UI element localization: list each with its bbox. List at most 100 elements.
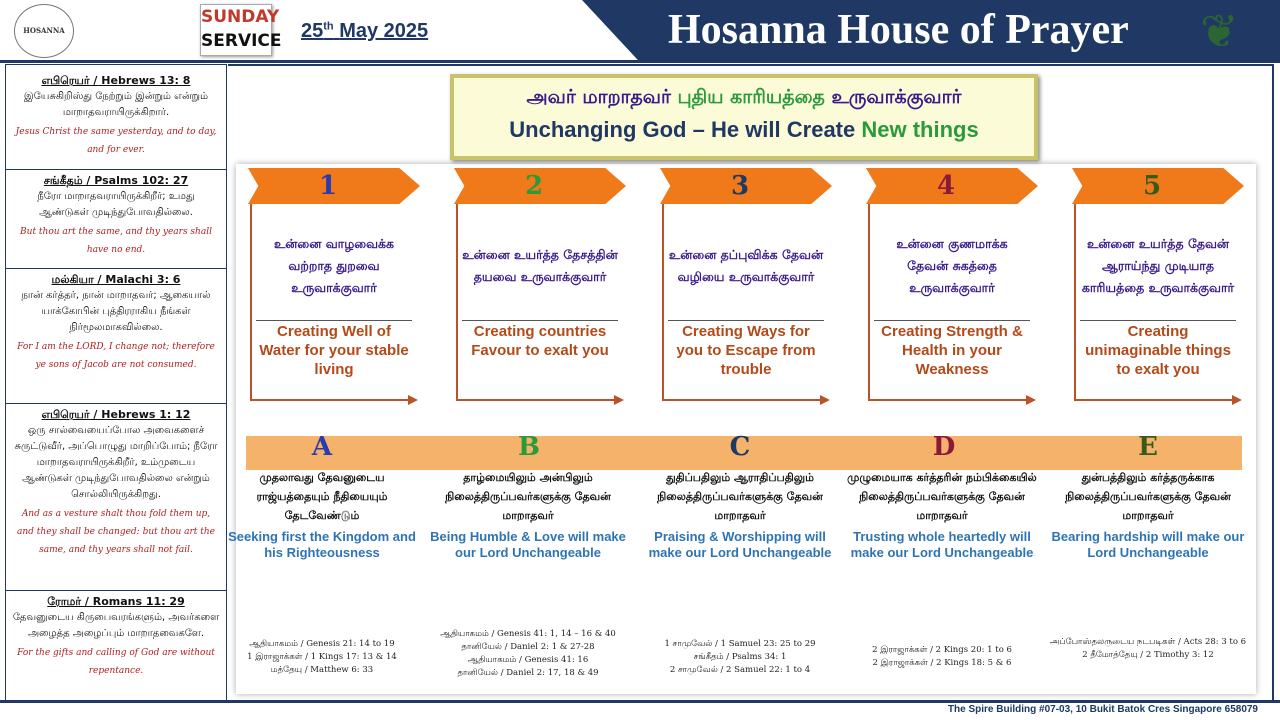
- theme-tamil: அவர் மாறாதவர் புதிய காரியத்தை உருவாக்குவ…: [454, 86, 1034, 111]
- scripture-reference: 2 இராஜாக்கள் / 2 Kings 18: 5 & 6: [872, 658, 1012, 668]
- letter-bar: [246, 436, 1242, 470]
- card-bracket-line: [1074, 204, 1076, 400]
- verse-reference: மல்கியா / Malachi 3: 6: [51, 273, 181, 286]
- letter-english-text: Trusting whole heartedly will make our L…: [850, 529, 1034, 560]
- card-bracket-base: [1074, 399, 1234, 401]
- scripture-reference: 1 இராஜாக்கள் / 1 Kings 17: 13 & 14: [247, 652, 397, 662]
- verse-tamil: நான் கர்த்தர், நான் மாறாதவர்; ஆகையால் யா…: [21, 290, 211, 333]
- date-month-year: May 2025: [339, 20, 429, 42]
- sunday-service-badge: SUNDAY SERVICE: [200, 4, 282, 56]
- date-suffix: th: [323, 20, 334, 33]
- scripture-reference: தானியேல் / Daniel 2: 1 & 27-28: [461, 642, 595, 652]
- verse-reference: எபிரெயர் / Hebrews 1: 12: [41, 408, 191, 421]
- footer-divider: [0, 700, 1280, 703]
- letter-tamil-text: தாழ்மையிலும் அன்பிலும் நிலைத்திருப்பவர்க…: [445, 471, 611, 522]
- letter-heading-c: C: [729, 432, 751, 462]
- scripture-reference: ஆதியாகமம் / Genesis 41: 1, 14 – 16 & 40: [440, 629, 616, 639]
- card-arrow-banner: [660, 168, 832, 204]
- letter-english-text: Praising & Worshipping will make our Lor…: [648, 529, 832, 560]
- date-day: 25: [301, 20, 324, 42]
- card-number: 4: [936, 171, 956, 201]
- card-arrow-banner: [1072, 168, 1244, 204]
- footer-address: The Spire Building #07-03, 10 Bukit Bato…: [947, 704, 1258, 715]
- verse-reference: ரோமர் / Romans 11: 29: [47, 595, 185, 608]
- card-tamil-text: உன்னை தப்புவிக்க தேவன் வழியை உருவாக்குவா…: [668, 247, 824, 284]
- letter-tamil-text: துன்பத்திலும் கர்த்தருக்காக நிலைத்திருப்…: [1065, 471, 1231, 522]
- theme-tamil-part-1: அவர் மாறாதவர்: [526, 86, 678, 108]
- point-card-3: 3 உன்னை தப்புவிக்க தேவன் வழியை உருவாக்கு…: [660, 168, 832, 408]
- letter-tamil-text: முழுமையாக கர்த்தரின் நம்பிக்கையில் நிலைத…: [847, 471, 1037, 522]
- logo-text: HOSANNA: [23, 26, 65, 36]
- letter-heading-b: B: [518, 432, 540, 462]
- scripture-reference: ஆதியாகமம் / Genesis 41: 16: [467, 655, 589, 665]
- header: HOSANNA SUNDAY SERVICE 25th May 2025 Hos…: [0, 0, 1280, 62]
- card-number: 1: [318, 171, 338, 201]
- theme-tamil-highlight: புதிய காரியத்தை: [677, 86, 825, 108]
- arrow-right-icon: [614, 395, 624, 405]
- card-number: 5: [1142, 171, 1162, 201]
- scripture-reference: 1 சாமுவேல் / 1 Samuel 23: 25 to 29: [664, 639, 816, 649]
- verse-tamil: தேவனுடைய கிருபைவரங்களும், அவர்களை அழைத்த…: [12, 612, 220, 639]
- verse-block: எபிரெயர் / Hebrews 1: 12 ஒரு சால்வையைப்ப…: [6, 404, 226, 591]
- arrow-right-icon: [820, 395, 830, 405]
- letter-column: முழுமையாக கர்த்தரின் நம்பிக்கையில் நிலைத…: [842, 468, 1042, 668]
- arrow-right-icon: [408, 395, 418, 405]
- letter-tamil-text: துதிப்பதிலும் ஆராதிப்பதிலும் நிலைத்திருப…: [657, 471, 823, 522]
- card-arrow-banner: [454, 168, 626, 204]
- card-number: 2: [524, 171, 544, 201]
- verse-reference: சங்கீதம் / Psalms 102: 27: [43, 174, 189, 187]
- scripture-reference: அப்போஸ்தலருடைய நடபடிகள் / Acts 28: 3 to …: [1049, 637, 1247, 647]
- card-tamil-text: உன்னை வாழவைக்க வற்றாத துறவை உருவாக்குவார…: [273, 236, 395, 295]
- church-logo: HOSANNA: [14, 4, 74, 58]
- card-tamil-text: உன்னை உயர்த்த தேவன் ஆராய்ந்து முடியாத கா…: [1081, 236, 1235, 295]
- scripture-references: 2 இராஜாக்கள் / 2 Kings 20: 1 to 6 2 இராஜா…: [842, 644, 1042, 670]
- letter-heading-a: A: [311, 432, 333, 462]
- letter-english-text: Seeking first the Kingdom and his Righte…: [228, 529, 416, 560]
- card-divider: [462, 320, 618, 321]
- card-tamil-text: உன்னை குணமாக்க தேவன் சுகத்தை உருவாக்குவா…: [896, 236, 1008, 295]
- scripture-reference: 2 தீமோத்தேயு / 2 Timothy 3: 12: [1082, 650, 1214, 660]
- verse-tamil: நீரோ மாறாதவராயிருக்கிறீர்; உமது ஆண்டுகள்…: [37, 191, 195, 218]
- point-card-1: 1 உன்னை வாழவைக்க வற்றாத துறவை உருவாக்குவ…: [248, 168, 420, 408]
- card-english-text: Creating Well of Water for your stable l…: [259, 323, 409, 378]
- card-bracket-line: [868, 204, 870, 400]
- scripture-references: ஆதியாகமம் / Genesis 21: 14 to 19 1 இராஜாக…: [222, 638, 422, 677]
- letter-english-text: Bearing hardship will make our Lord Unch…: [1051, 529, 1245, 560]
- card-bracket-base: [250, 399, 410, 401]
- service-date: 25th May 2025: [301, 20, 428, 43]
- scripture-reference: 2 சாமுவேல் / 2 Samuel 22: 1 to 4: [669, 665, 811, 675]
- theme-english: Unchanging God – He will Create New thin…: [454, 117, 1034, 143]
- card-tamil-text: உன்னை உயர்த்த தேசத்தின் தயவை உருவாக்குவா…: [462, 247, 618, 284]
- letter-heading-d: D: [932, 432, 956, 462]
- theme-box: அவர் மாறாதவர் புதிய காரியத்தை உருவாக்குவ…: [450, 74, 1038, 160]
- page-title: Hosanna House of Prayer: [668, 7, 1129, 53]
- verse-block: சங்கீதம் / Psalms 102: 27 நீரோ மாறாதவராய…: [6, 170, 226, 269]
- card-divider: [1080, 320, 1236, 321]
- card-english-text: Creating Strength & Health in your Weakn…: [881, 323, 1023, 378]
- scripture-reference: தானியேல் / Daniel 2: 17, 18 & 49: [457, 668, 599, 678]
- verse-reference: எபிரெயர் / Hebrews 13: 8: [41, 74, 191, 87]
- letter-column: துதிப்பதிலும் ஆராதிப்பதிலும் நிலைத்திருப…: [640, 468, 840, 675]
- scripture-reference: சங்கீதம் / Psalms 34: 1: [693, 652, 787, 662]
- verse-block: மல்கியா / Malachi 3: 6 நான் கர்த்தர், நா…: [6, 269, 226, 404]
- theme-tamil-part-3: உருவாக்குவார்: [824, 86, 962, 108]
- card-bracket-base: [868, 399, 1028, 401]
- card-divider: [668, 320, 824, 321]
- scripture-references: அப்போஸ்தலருடைய நடபடிகள் / Acts 28: 3 to …: [1048, 636, 1248, 662]
- scripture-reference: 2 இராஜாக்கள் / 2 Kings 20: 1 to 6: [872, 645, 1012, 655]
- verse-english: And as a vesture shalt thou fold them up…: [17, 509, 215, 555]
- card-bracket-line: [662, 204, 664, 400]
- point-card-2: 2 உன்னை உயர்த்த தேசத்தின் தயவை உருவாக்கு…: [454, 168, 626, 408]
- scripture-reference: ஆதியாகமம் / Genesis 21: 14 to 19: [249, 639, 395, 649]
- card-english-text: Creating countries Favour to exalt you: [471, 323, 609, 359]
- scripture-reference: மத்தேயு / Matthew 6: 33: [270, 665, 374, 675]
- badge-line-1: SUNDAY: [201, 7, 280, 27]
- verse-tamil: ஒரு சால்வையைப்போல அவைகளைச் சுருட்டுவீர்,…: [14, 425, 218, 500]
- verse-english: Jesus Christ the same yesterday, and to …: [15, 127, 217, 155]
- card-bracket-base: [662, 399, 822, 401]
- arrow-right-icon: [1026, 395, 1036, 405]
- card-english-text: Creating unimaginable things to exalt yo…: [1085, 323, 1231, 378]
- card-bracket-line: [456, 204, 458, 400]
- card-number: 3: [730, 171, 750, 201]
- title-banner: [582, 0, 1280, 60]
